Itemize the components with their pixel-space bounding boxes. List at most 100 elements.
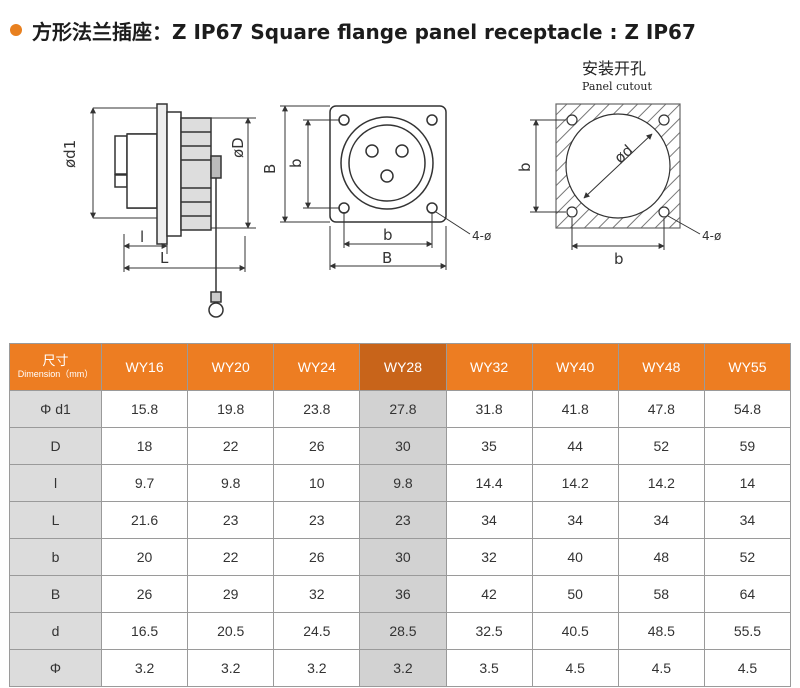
table-cell: 22	[187, 538, 275, 576]
table-cell: 54.8	[703, 390, 792, 428]
table-cell: 16.5	[100, 612, 189, 650]
label-l: l	[140, 228, 144, 246]
table-cell: 35	[445, 427, 533, 465]
label-L: L	[160, 249, 169, 267]
table-cell: 52	[703, 538, 792, 576]
table-cell: 32	[273, 575, 361, 613]
label-b-cutout-vert: b	[516, 162, 534, 172]
table-cell: 50	[531, 575, 619, 613]
table-cell: 31.8	[445, 390, 533, 428]
table-cell: 34	[617, 501, 705, 539]
table-cell: 42	[445, 575, 533, 613]
bullet-dot-icon	[10, 24, 22, 36]
col-header: WY24	[273, 343, 361, 391]
table-cell: 34	[531, 501, 619, 539]
table-cell: 48.5	[617, 612, 705, 650]
label-b-vert: b	[287, 158, 305, 168]
cutout-title-en: Panel cutout	[582, 80, 652, 93]
table-cell: 3.2	[359, 649, 447, 687]
dimension-table: 尺寸 Dimension（mm） WY16 WY20 WY24 WY28 WY3…	[9, 343, 792, 687]
table-cell: 23.8	[273, 390, 361, 428]
table-cell: 26	[100, 575, 189, 613]
col-header: WY48	[617, 343, 705, 391]
table-cell: 40.5	[531, 612, 619, 650]
label-d1: ød1	[61, 140, 79, 168]
table-cell: 34	[703, 501, 792, 539]
table-cell: 14.2	[531, 464, 619, 502]
table-cell: 23	[187, 501, 275, 539]
table-cell: 26	[273, 427, 361, 465]
table-cell: 20	[100, 538, 189, 576]
table-cell: 15.8	[100, 390, 189, 428]
table-cell: 52	[617, 427, 705, 465]
table-cell: 4.5	[617, 649, 705, 687]
table-cell: 30	[359, 427, 447, 465]
table-cell: 24.5	[273, 612, 361, 650]
label-B-vert: B	[261, 164, 279, 174]
title-row: 方形法兰插座：Z IP67 Square flange panel recept…	[10, 12, 696, 48]
row-label: L	[9, 501, 102, 539]
table-cell: 3.2	[273, 649, 361, 687]
table-cell: 59	[703, 427, 792, 465]
table-cell: 36	[359, 575, 447, 613]
table-cell: 14.4	[445, 464, 533, 502]
table-cell: 14	[703, 464, 792, 502]
cutout-title-cn: 安装开孔	[582, 59, 646, 78]
table-cell: 10	[273, 464, 361, 502]
table-cell: 18	[100, 427, 189, 465]
table-cell: 58	[617, 575, 705, 613]
col-header: WY20	[187, 343, 275, 391]
table-cell: 64	[703, 575, 792, 613]
label-D: øD	[229, 137, 247, 158]
table-cell: 55.5	[703, 612, 792, 650]
table-cell: 27.8	[359, 390, 447, 428]
col-header: WY55	[703, 343, 792, 391]
table-header-row: 尺寸 Dimension（mm） WY16 WY20 WY24 WY28 WY3…	[9, 343, 792, 391]
page-title: 方形法兰插座：Z IP67 Square flange panel recept…	[32, 19, 696, 44]
table-cell: 9.8	[359, 464, 447, 502]
label-B-horiz: B	[382, 249, 392, 267]
table-cell: 4.5	[703, 649, 792, 687]
header-dimension-en: Dimension（mm）	[17, 369, 94, 379]
row-label: B	[9, 575, 102, 613]
table-cell: 9.7	[100, 464, 189, 502]
table-cell: 41.8	[531, 390, 619, 428]
table-cell: 3.5	[445, 649, 533, 687]
table-cell: 32.5	[445, 612, 533, 650]
front-view	[329, 105, 447, 223]
table-cell: 47.8	[617, 390, 705, 428]
label-hole-cutout: 4-ø	[702, 229, 721, 243]
side-dimensions	[90, 107, 256, 272]
header-dimension: 尺寸 Dimension（mm）	[9, 343, 102, 391]
table-cell: 22	[187, 427, 275, 465]
table-cell: 23	[359, 501, 447, 539]
label-hole-front: 4-ø	[472, 229, 491, 243]
row-label: l	[9, 464, 102, 502]
table-cell: 4.5	[531, 649, 619, 687]
table-cell: 34	[445, 501, 533, 539]
table-cell: 44	[531, 427, 619, 465]
label-b-cutout-horiz: b	[614, 250, 624, 268]
table-cell: 3.2	[187, 649, 275, 687]
header-dimension-cn: 尺寸	[42, 353, 69, 368]
row-label: Φ d1	[9, 390, 102, 428]
table-cell: 9.8	[187, 464, 275, 502]
side-view	[114, 103, 224, 318]
col-header: WY32	[445, 343, 533, 391]
table-cell: 48	[617, 538, 705, 576]
col-header-highlight: WY28	[359, 343, 447, 391]
table-cell: 19.8	[187, 390, 275, 428]
table-cell: 29	[187, 575, 275, 613]
table-cell: 26	[273, 538, 361, 576]
table-cell: 23	[273, 501, 361, 539]
table-cell: 3.2	[100, 649, 189, 687]
table-cell: 20.5	[187, 612, 275, 650]
